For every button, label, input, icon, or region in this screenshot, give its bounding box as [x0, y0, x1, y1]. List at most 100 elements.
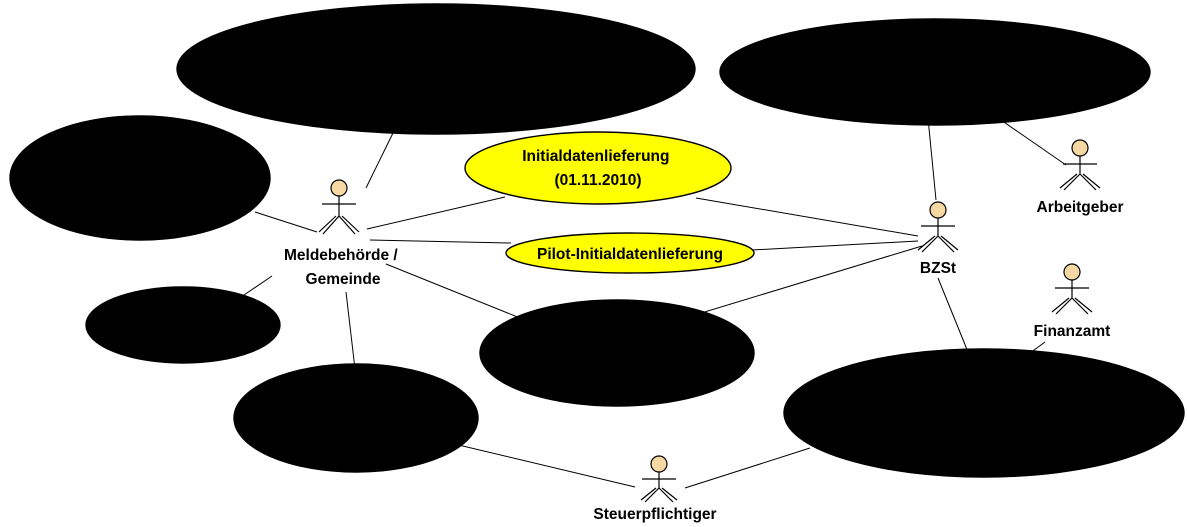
- assoc-initialdaten-bzst: [695, 197, 919, 237]
- actor-meldebehoerde-line-2: Gemeinde: [306, 271, 381, 288]
- usecase-ermittlung: Ermittlung IdNrn auswärtiger Ehegatten (…: [9, 115, 271, 241]
- usecase-initialdaten-line-1: Initialdatenlieferung: [522, 148, 669, 165]
- actor-finanzamt-line-1: Finanzamt: [1034, 323, 1111, 340]
- actor-arbeitgeber: Arbeitgeber: [1037, 139, 1124, 216]
- assoc-meldebehoerde-ermittlung: [254, 211, 318, 233]
- assoc-meldebehoerde-aenderung-bis: [345, 291, 356, 370]
- usecase-geaenderte-shape: [479, 299, 755, 407]
- usecase-geaenderte-line-3: (ab 01.11.2010): [562, 373, 671, 390]
- usecase-geaenderte-line-1: Geänderte Meldedaten: [532, 325, 698, 342]
- usecase-geaenderte: Geänderte Meldedaten mitteilen (ab 01.11…: [479, 299, 755, 407]
- usecase-aenderung-zwischen-line-3: (zwischen 01.01.2011 und: [888, 420, 1076, 437]
- usecase-bereitstellung-shape: [719, 18, 1151, 126]
- usecase-initialdaten-shape: [464, 131, 732, 205]
- assoc-aenderung-zwischen-steuerpflichtiger: [684, 447, 811, 489]
- actor-body-icon: [318, 196, 360, 235]
- usecase-aenderung-bis-shape: [233, 363, 479, 473]
- assoc-bereitstellung-arbeitgeber: [997, 117, 1067, 166]
- usecase-pilot-shape: [505, 232, 755, 274]
- assoc-bereitstellung-bzst: [927, 117, 937, 201]
- usecase-ermittlung-label: Ermittlung IdNrn auswärtiger Ehegatten (…: [77, 135, 204, 225]
- usecase-aenderung-bis-line-2: Papier-LStK 2010: [290, 411, 418, 428]
- usecase-aenderung-zwischen-line-4: Produktivbetrieb): [920, 444, 1048, 461]
- actor-steuerpflichtiger-label: Steuerpflichtiger: [593, 506, 716, 523]
- actor-bzst-figure: [917, 201, 959, 253]
- actor-body-icon: [917, 218, 959, 253]
- assoc-geaenderte-bzst: [687, 245, 923, 318]
- usecase-erfassung-line-2: auswärtiger Kinder über: [345, 43, 523, 60]
- usecase-initialdaten-label: Initialdatenlieferung (01.11.2010): [522, 148, 674, 189]
- actor-steuerpflichtiger-figure: [640, 455, 678, 503]
- usecase-bereitstellung-line-3: (im Produktivbetrieb): [857, 92, 1013, 109]
- actor-head-icon: [330, 179, 348, 197]
- usecase-aenderung-bis-line-1: Änderung: [317, 387, 390, 404]
- usecase-ermittlung-line-1: Ermittlung IdNrn: [77, 135, 199, 152]
- actor-head-icon: [650, 455, 668, 473]
- actor-finanzamt-label: Finanzamt: [1034, 323, 1111, 340]
- actor-steuerpflichtiger-line-1: Steuerpflichtiger: [593, 506, 716, 523]
- actor-body-icon: [1059, 156, 1101, 191]
- assoc-meldebehoerde-erfassung: [365, 132, 394, 189]
- usecase-geaenderte-label: Geänderte Meldedaten mitteilen (ab 01.11…: [532, 325, 703, 390]
- usecase-pilot-line-1: Pilot-Initialdatenlieferung: [537, 246, 723, 263]
- usecase-ausstellung-line-2: Papier-LStK 2010: [119, 330, 247, 347]
- actor-arbeitgeber-label: Arbeitgeber: [1037, 199, 1124, 216]
- actors: Meldebehörde / Gemeinde BZSt Arbeitgeber: [284, 139, 1124, 523]
- actor-meldebehoerde: Meldebehörde / Gemeinde: [284, 179, 402, 288]
- actor-head-icon: [1063, 263, 1081, 281]
- assoc-pilot-bzst: [751, 240, 919, 251]
- actor-meldebehoerde-figure: [318, 179, 360, 235]
- usecase-aenderung-bis-label: Änderung Papier-LStK 2010 (bis 31.12.201…: [290, 387, 422, 452]
- actor-meldebehoerde-label: Meldebehörde / Gemeinde: [284, 247, 402, 288]
- usecase-erfassung-line-3: steuerliche Lebensbescheinigung: [309, 68, 559, 85]
- usecase-aenderung-zwischen-shape: [783, 348, 1185, 478]
- usecase-bereitstellung-line-1: Bereitstellung elektronischer: [826, 44, 1040, 61]
- actor-meldebehoerde-line-1: Meldebehörde /: [284, 247, 398, 264]
- assoc-meldebehoerde-geaenderte: [385, 263, 531, 323]
- usecase-aenderung-zwischen-line-2: Papier-LStK 2010: [918, 396, 1046, 413]
- actor-finanzamt: Finanzamt: [1034, 263, 1111, 340]
- usecase-aenderung-bis: Änderung Papier-LStK 2010 (bis 31.12.201…: [233, 363, 479, 473]
- usecase-initialdaten-line-2: (01.11.2010): [554, 172, 641, 189]
- usecase-ermittlung-line-2: auswärtiger: [94, 160, 181, 177]
- usecase-bereitstellung: Bereitstellung elektronischer Lohnsteuer…: [719, 18, 1151, 126]
- usecase-aenderung-zwischen-label: Änderung Papier-LStK 2010 (zwischen 01.0…: [888, 372, 1080, 461]
- usecase-ermittlung-line-4: (bis 31.12.2010): [83, 208, 198, 225]
- actor-body-icon: [1051, 280, 1093, 315]
- use-cases: Erfassung IdNrn auswärtiger Kinder über …: [9, 3, 1185, 478]
- actor-steuerpflichtiger: Steuerpflichtiger: [593, 455, 717, 523]
- actor-body-icon: [640, 472, 678, 503]
- usecase-pilot-label: Pilot-Initialdatenlieferung: [537, 246, 723, 263]
- usecase-ermittlung-shape: [9, 115, 271, 241]
- actor-head-icon: [1071, 139, 1089, 157]
- usecase-pilot: Pilot-Initialdatenlieferung: [505, 232, 755, 274]
- assoc-meldebehoerde-initialdaten: [366, 196, 506, 230]
- usecase-bereitstellung-label: Bereitstellung elektronischer Lohnsteuer…: [826, 44, 1044, 109]
- usecase-ermittlung-line-3: Ehegatten: [100, 184, 175, 201]
- usecase-ausstellung-line-1: Ausstellung: [136, 305, 225, 322]
- usecase-aenderung-zwischen-line-1: Änderung: [945, 372, 1018, 389]
- usecase-geaenderte-line-2: mitteilen: [583, 349, 647, 366]
- assoc-meldebehoerde-ausstellung: [243, 275, 273, 296]
- usecase-erfassung-line-4: (bis 31.12.2010): [379, 93, 494, 110]
- usecase-aenderung-bis-line-3: (bis 31.12.2010): [299, 435, 414, 452]
- usecase-ausstellung-shape: [85, 286, 281, 364]
- actor-bzst-label: BZSt: [920, 260, 956, 277]
- usecase-ausstellung-label: Ausstellung Papier-LStK 2010: [119, 305, 247, 347]
- usecase-initialdaten: Initialdatenlieferung (01.11.2010): [464, 131, 732, 205]
- usecase-ausstellung: Ausstellung Papier-LStK 2010: [85, 286, 281, 364]
- assoc-bzst-aenderung-zwischen: [937, 277, 969, 353]
- actor-bzst-line-1: BZSt: [920, 260, 956, 277]
- usecase-erfassung: Erfassung IdNrn auswärtiger Kinder über …: [176, 3, 696, 135]
- actor-finanzamt-figure: [1051, 263, 1093, 315]
- usecase-aenderung-zwischen: Änderung Papier-LStK 2010 (zwischen 01.0…: [783, 348, 1185, 478]
- usecase-erfassung-shape: [176, 3, 696, 135]
- actor-bzst: BZSt: [917, 201, 959, 277]
- usecase-bereitstellung-line-2: Lohnsteuerabzugsmerkmale: [828, 68, 1039, 85]
- actor-arbeitgeber-figure: [1059, 139, 1101, 191]
- usecase-erfassung-line-1: Erfassung IdNrn: [374, 18, 495, 35]
- usecase-erfassung-label: Erfassung IdNrn auswärtiger Kinder über …: [309, 18, 563, 110]
- actor-head-icon: [929, 201, 947, 219]
- assoc-meldebehoerde-pilot: [369, 239, 512, 244]
